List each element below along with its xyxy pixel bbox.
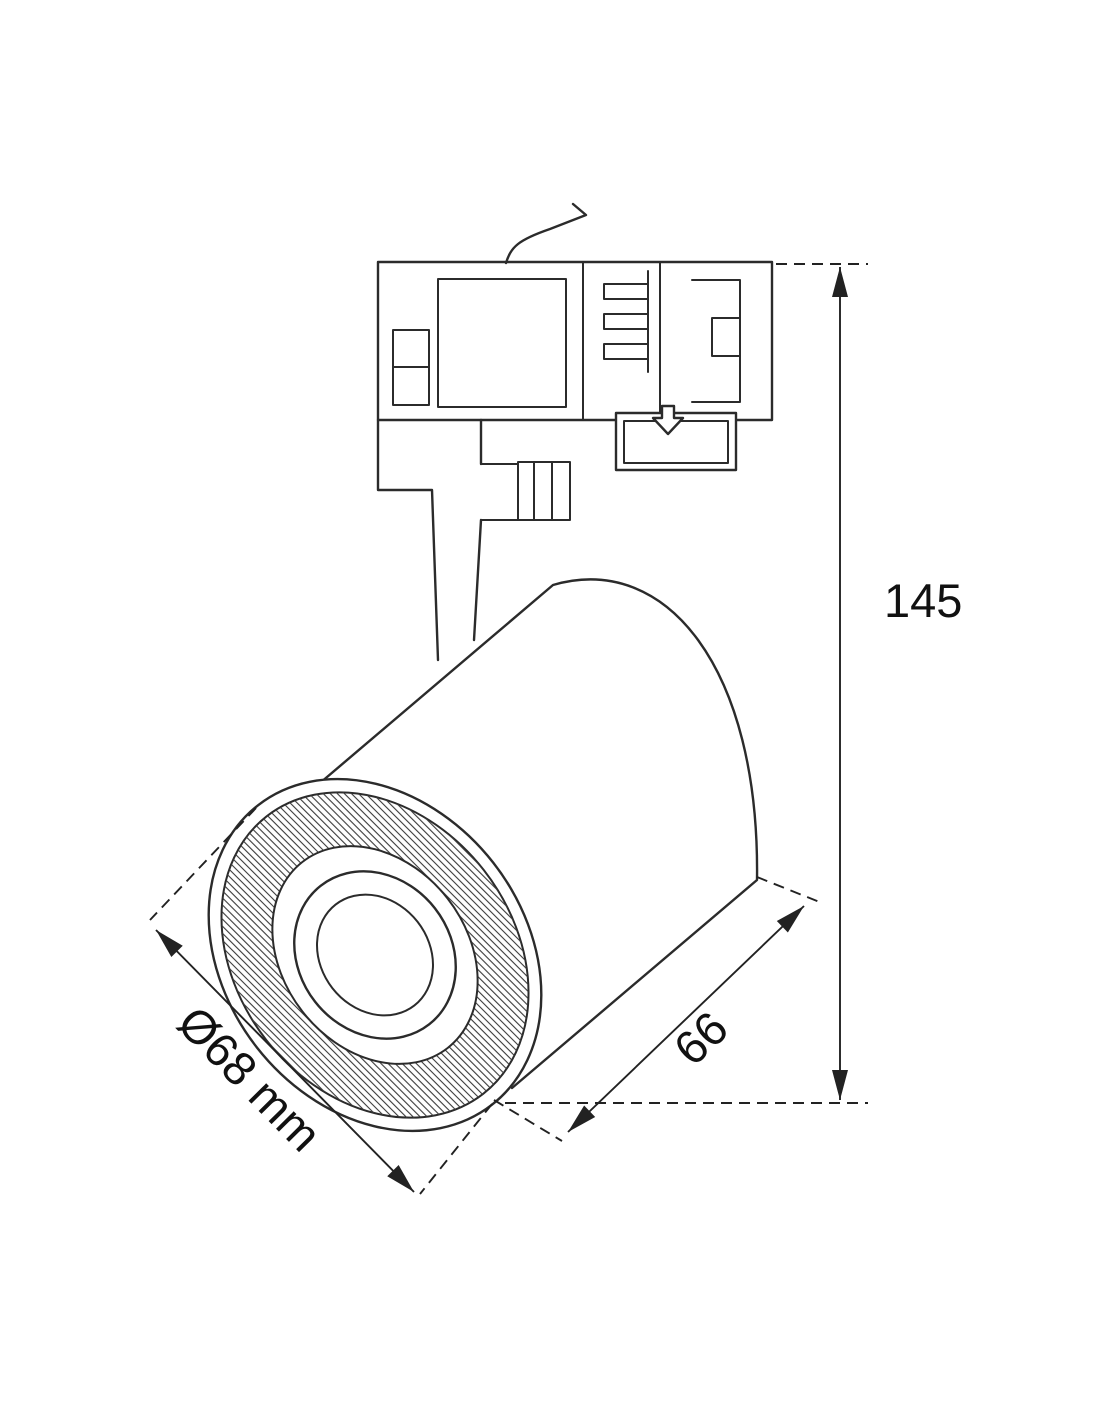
contact-prong-3 [603, 343, 649, 360]
length-dimension-line [567, 905, 805, 1133]
dimension-height: 145 [505, 263, 962, 1104]
diameter-dimension-line [155, 929, 415, 1193]
contact-prong-1 [603, 283, 649, 300]
adapter-clip-upper [392, 329, 430, 368]
extension-line-upper [149, 807, 257, 921]
extension-line-front [493, 1099, 563, 1142]
adapter-clip-lower [392, 366, 430, 406]
extension-line-lower [419, 1103, 493, 1195]
power-wire [504, 202, 588, 265]
adapter-lock-knob [614, 404, 738, 472]
adapter-terminal-block [437, 278, 567, 408]
track-adapter [376, 260, 774, 422]
unlock-arrow-icon [651, 404, 685, 436]
adapter-contact-bracket [691, 279, 741, 403]
adapter-housing [376, 260, 774, 422]
length-label: 66 [663, 1001, 737, 1075]
contact-prong-2 [603, 313, 649, 330]
mounting-stem [376, 418, 571, 662]
stem-joint [517, 461, 571, 521]
height-label: 145 [884, 574, 962, 627]
extension-line-back [756, 876, 823, 904]
